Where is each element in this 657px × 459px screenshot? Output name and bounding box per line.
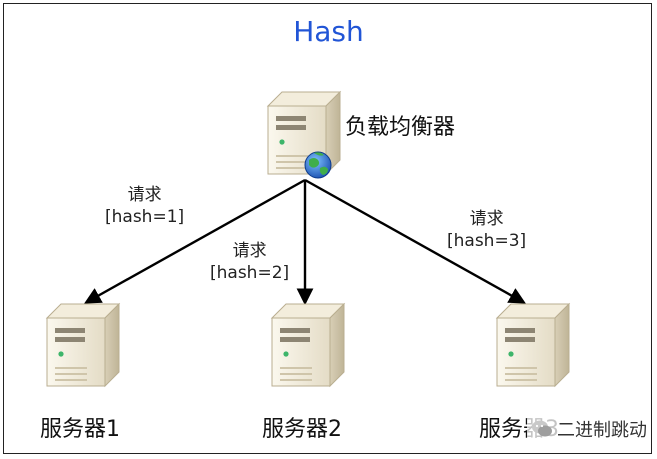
- edge-label-1: 请求 [hash=1]: [105, 184, 184, 228]
- diagram-frame: [3, 3, 652, 454]
- server-3-icon: [496, 303, 570, 387]
- diagram-title: Hash: [293, 15, 364, 48]
- globe-icon: [304, 151, 332, 179]
- wechat-icon: [532, 420, 552, 437]
- watermark: 二进制跳动: [527, 416, 651, 442]
- edge-label-2: 请求 [hash=2]: [210, 240, 289, 284]
- edge-label-2-line2: [hash=2]: [210, 263, 290, 284]
- edge-label-3-line1: 请求: [469, 209, 504, 229]
- edge-label-3: 请求 [hash=3]: [447, 208, 526, 252]
- edge-label-2-line1: 请求: [232, 241, 267, 261]
- edge-arrow-1: [84, 178, 306, 304]
- load-balancer-label: 负载均衡器: [345, 115, 456, 140]
- edge-label-1-line1: 请求: [127, 185, 162, 205]
- server-2-label: 服务器2: [262, 417, 342, 442]
- server-2-icon: [271, 303, 345, 387]
- edge-label-1-line2: [hash=1]: [105, 207, 185, 228]
- watermark-text: 二进制跳动: [557, 420, 647, 441]
- edge-arrow-3: [304, 178, 526, 304]
- edge-label-3-line2: [hash=3]: [447, 231, 527, 252]
- server-1-label: 服务器1: [40, 417, 120, 442]
- server-1-icon: [46, 303, 120, 387]
